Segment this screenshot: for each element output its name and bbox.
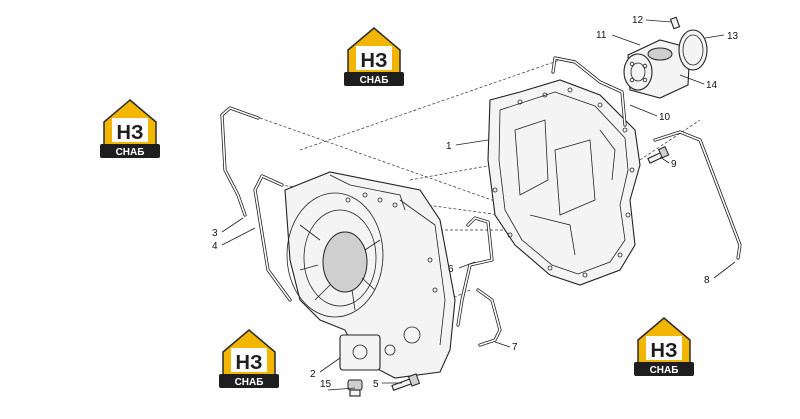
gearbox-case: [487, 79, 641, 286]
callout-2: 2: [310, 369, 316, 380]
front-housing: [284, 171, 456, 379]
watermark-logo-right: НЗ СНАБ: [633, 317, 695, 377]
callout-14: 14: [706, 80, 718, 91]
callout-3: 3: [212, 228, 218, 239]
callout-1: 1: [446, 141, 452, 152]
callout-leaders: [221, 19, 736, 391]
svg-text:НЗ: НЗ: [117, 122, 144, 144]
watermark-logo-bottom: НЗ СНАБ: [218, 329, 280, 389]
callout-9: 9: [671, 159, 677, 170]
callout-numbers: 1 2 3 4 5 6 7 8 9 10 11 12 13 14 15: [212, 15, 739, 390]
callout-15: 15: [320, 379, 332, 390]
svg-text:СНАБ: СНАБ: [360, 75, 389, 86]
callout-13: 13: [727, 31, 739, 42]
pipe-8: [653, 130, 742, 260]
svg-text:НЗ: НЗ: [361, 50, 388, 72]
callout-7: 7: [512, 342, 518, 353]
callout-5: 5: [373, 379, 379, 390]
pipe-7: [476, 288, 502, 347]
callout-11: 11: [596, 30, 607, 41]
pipe-10: [551, 56, 627, 127]
bolt-5: [391, 373, 421, 391]
callout-8: 8: [704, 275, 710, 286]
callout-12: 12: [632, 15, 644, 26]
plug-15: [347, 379, 363, 397]
callout-10: 10: [659, 112, 671, 123]
watermark-logo-top: НЗ СНАБ: [343, 27, 405, 87]
watermark-logo-left: НЗ СНАБ: [99, 99, 161, 159]
pump-assembly: [623, 16, 708, 99]
pipe-3: [220, 106, 260, 217]
svg-text:СНАБ: СНАБ: [650, 365, 679, 376]
callout-6: 6: [448, 264, 454, 275]
svg-text:НЗ: НЗ: [236, 352, 263, 374]
bolt-9: [647, 146, 670, 164]
pipe-6: [456, 216, 494, 327]
svg-text:СНАБ: СНАБ: [116, 147, 145, 158]
svg-text:СНАБ: СНАБ: [235, 377, 264, 388]
svg-text:НЗ: НЗ: [651, 340, 678, 362]
callout-4: 4: [212, 241, 218, 252]
pipe-4: [253, 174, 292, 302]
